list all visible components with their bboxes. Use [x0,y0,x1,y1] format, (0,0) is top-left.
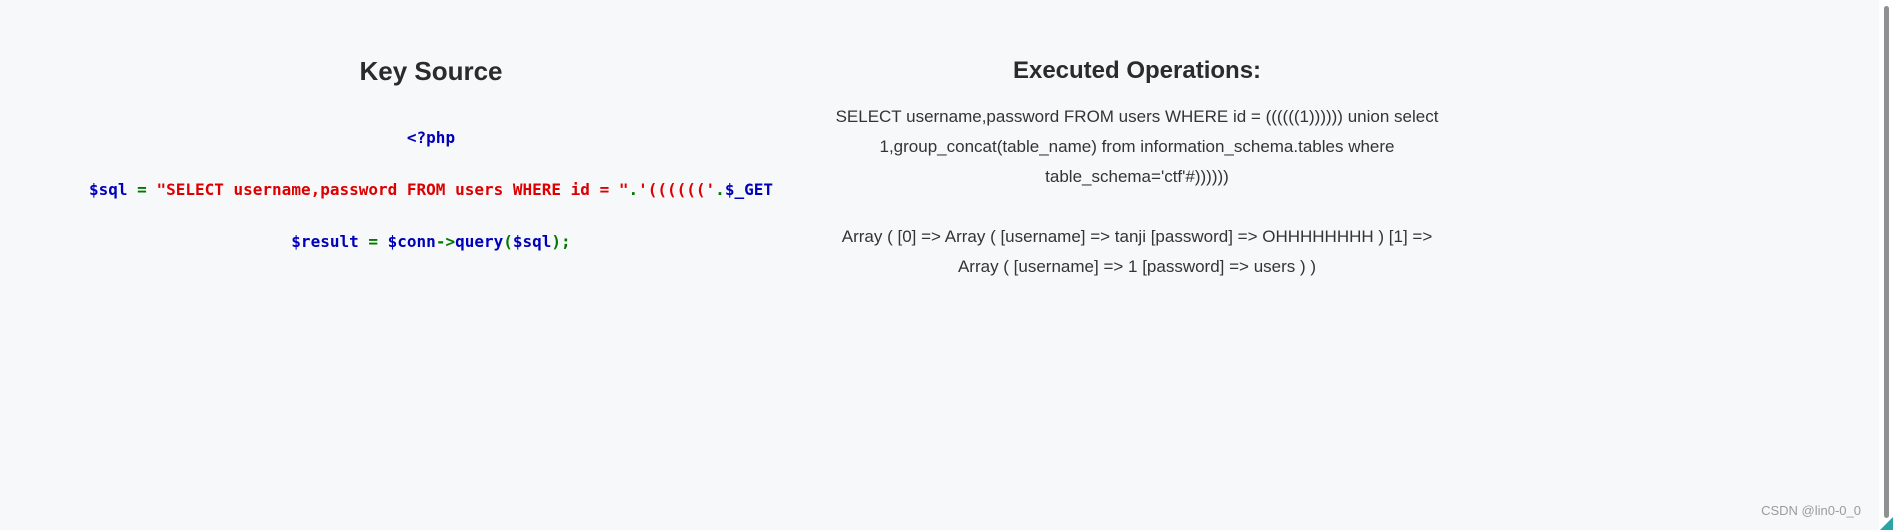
executed-query-text: SELECT username,password FROM users WHER… [797,102,1477,192]
executed-operations-panel: Executed Operations: SELECT username,pas… [797,55,1477,282]
php-paren-close-semicolon: ); [551,232,571,251]
php-code-line-result: $result = $conn->query($sql); [0,232,862,251]
key-source-title: Key Source [359,56,503,86]
query-line-1: SELECT username,password FROM users WHER… [835,107,1439,126]
php-operator-concat2: . [715,180,725,199]
php-open-tag: <?php [406,128,456,147]
php-paren-open: ( [503,232,513,251]
php-var-result: $result [291,232,359,251]
php-string-select: "SELECT username,password FROM users WHE… [156,180,629,199]
php-operator-arrow: -> [435,232,456,251]
php-var-conn: $conn [387,232,436,251]
php-code-block: <?php $sql = "SELECT username,password F… [0,128,862,251]
csdn-watermark: CSDN @lin0-0_0 [1761,503,1861,518]
vertical-scrollbar-track[interactable] [1879,0,1893,530]
php-var-sql: $sql [89,180,128,199]
key-source-panel: Key Source <?php $sql = "SELECT username… [0,55,862,284]
result-line-1: Array ( [0] => Array ( [username] => tan… [841,227,1433,246]
php-string-parens: '((((((' [638,180,716,199]
query-result-array: Array ( [0] => Array ( [username] => tan… [797,222,1477,282]
result-line-2: Array ( [username] => 1 [password] => us… [957,257,1317,276]
php-code-line-open-tag: <?php [0,128,862,147]
php-operator-concat: . [628,180,639,199]
php-var-get: $_GET [724,180,773,199]
php-operator-assign: = [127,180,157,199]
php-method-query: query [455,232,504,251]
executed-operations-title: Executed Operations: [1012,57,1262,84]
corner-accent-triangle [1880,517,1893,530]
php-operator-assign2: = [358,232,388,251]
php-code-line-sql: $sql = "SELECT username,password FROM us… [0,180,862,199]
query-line-3: table_schema='ctf'#)))))) [1045,167,1229,186]
php-var-sql-arg: $sql [512,232,552,251]
vertical-scrollbar-thumb[interactable] [1884,6,1889,518]
query-line-2: 1,group_concat(table_name) from informat… [879,137,1395,156]
